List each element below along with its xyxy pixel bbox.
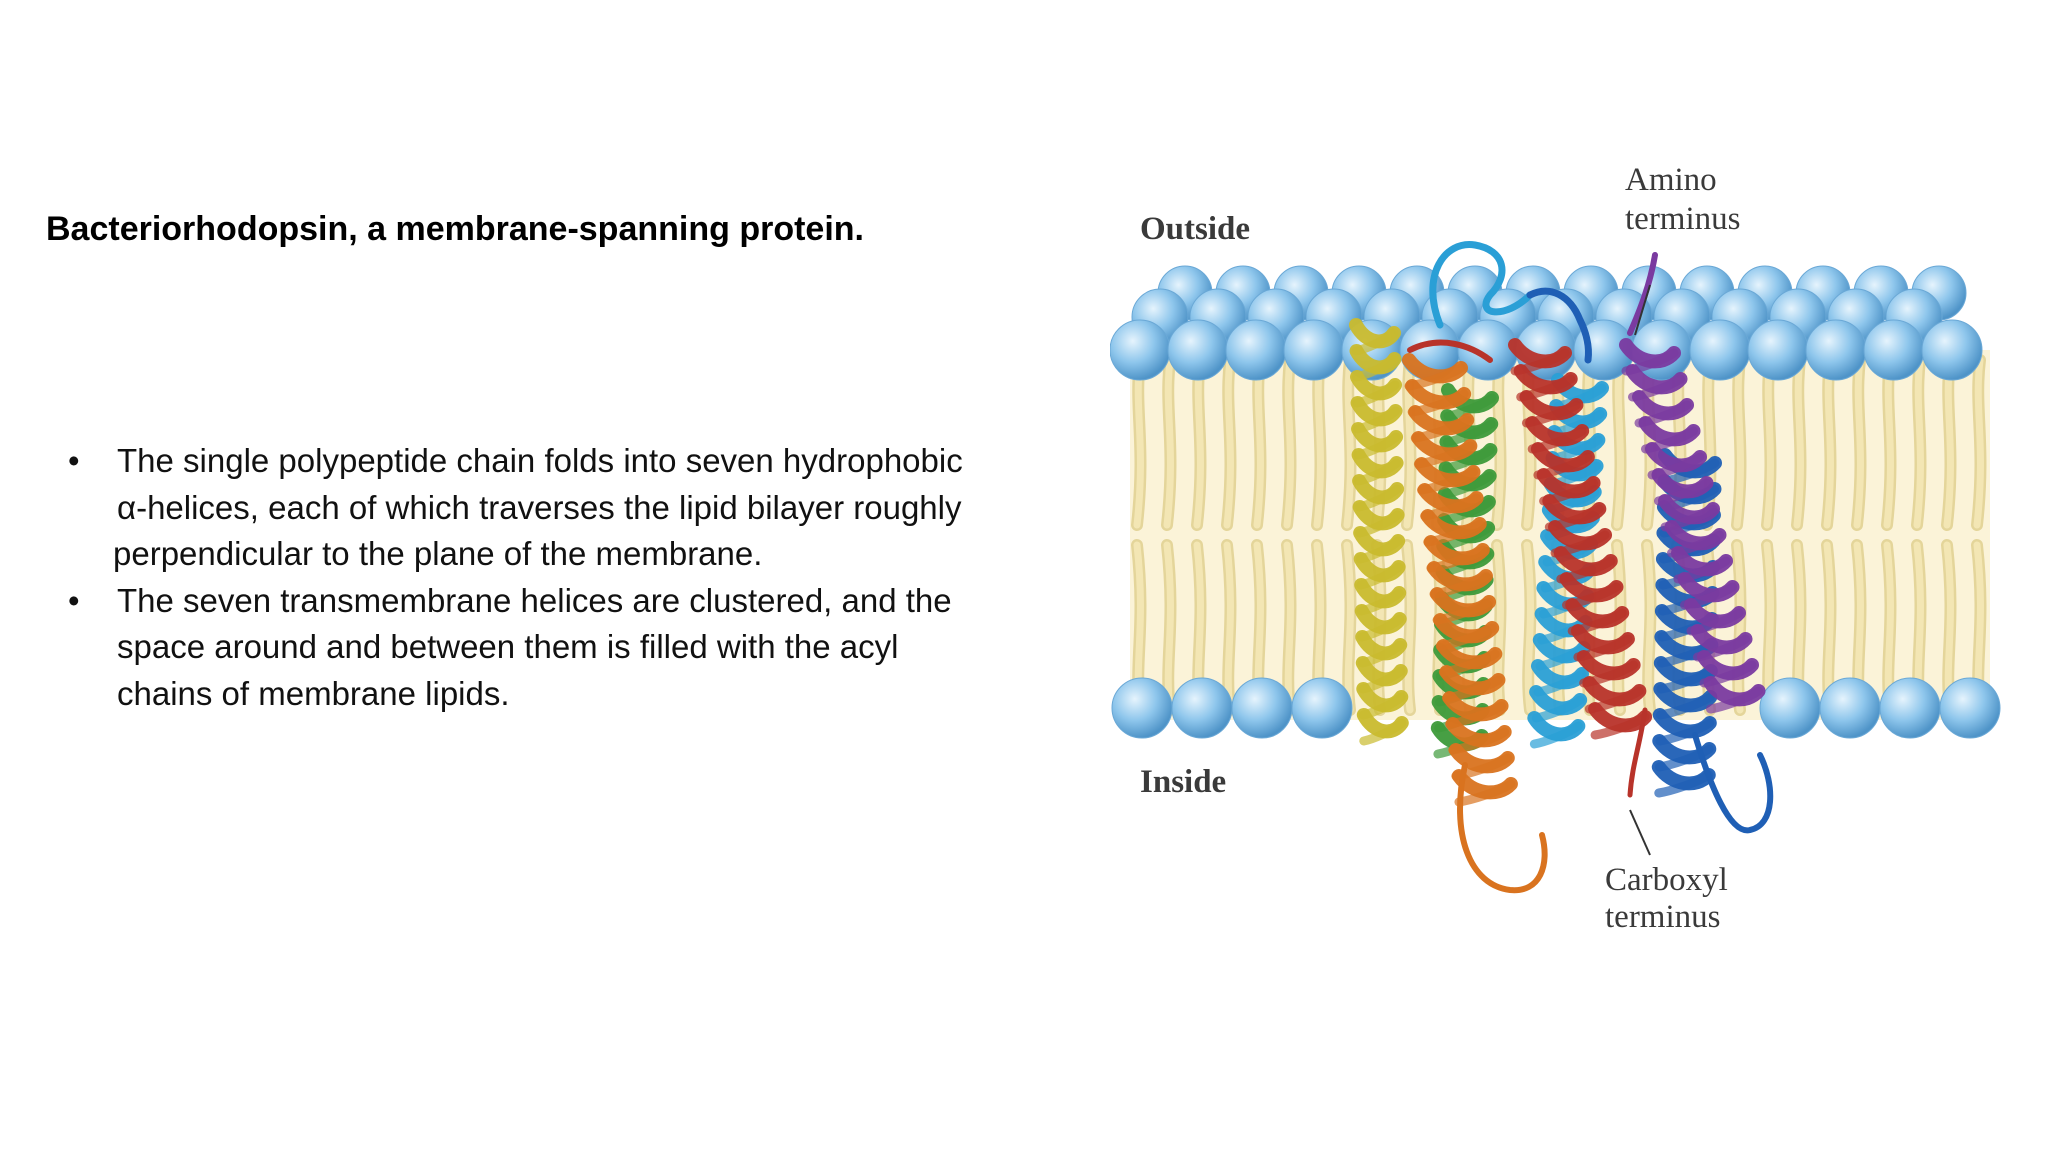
amino-terminus-strand	[1627, 252, 1658, 336]
inside-label: Inside	[1140, 764, 1226, 800]
lipid-tail	[1613, 541, 1624, 714]
top-loop-red	[1407, 339, 1493, 363]
lipid-head	[1747, 319, 1809, 381]
bottom-loop-orange	[1457, 762, 1548, 894]
bullet-line: The seven transmembrane helices are clus…	[117, 581, 952, 619]
lipid-tail	[1163, 356, 1174, 529]
lipid-tail	[1163, 541, 1174, 714]
lipid-tail	[1403, 356, 1414, 529]
helix-turn-back	[1529, 721, 1583, 749]
lipid-tail	[1733, 356, 1744, 529]
lipid-tail	[1913, 356, 1924, 529]
top-loop-blue	[1526, 287, 1592, 364]
carboxyl-terminus-label-line2: terminus	[1605, 899, 1720, 935]
bullet-line: α-helices, each of which traverses the l…	[117, 488, 962, 526]
lipid-tail	[1133, 356, 1144, 529]
lipid-tail	[1343, 541, 1354, 714]
lipid-tail	[1733, 541, 1744, 714]
lipid-tail	[1403, 541, 1414, 714]
bullet-list: • The single polypeptide chain folds int…	[64, 438, 1064, 717]
lipid-tail	[1193, 356, 1204, 529]
lipid-tail	[1313, 356, 1324, 529]
lipid-head	[1111, 677, 1173, 739]
amino-terminus-label-line1: Amino	[1625, 162, 1717, 198]
outside-label: Outside	[1140, 211, 1250, 247]
bullet-dot: •	[68, 581, 80, 619]
lipid-head	[1167, 319, 1229, 381]
carboxyl-terminus-strand	[1627, 707, 1648, 798]
lipid-tail	[1283, 356, 1294, 529]
lipid-head	[1921, 319, 1983, 381]
lipid-head	[1939, 677, 2001, 739]
bullet-line: chains of membrane lipids.	[117, 674, 510, 712]
lipid-head	[1110, 319, 1171, 381]
lipid-head	[1689, 319, 1751, 381]
lipid-head	[1879, 677, 1941, 739]
lipid-tail	[1223, 541, 1234, 714]
lipid-tail	[1973, 356, 1984, 529]
lipid-head	[1805, 319, 1867, 381]
helix-purple	[1619, 338, 1766, 714]
bottom-loop-blue	[1692, 732, 1774, 834]
lipid-head	[1819, 677, 1881, 739]
amino-pointer	[1634, 284, 1651, 336]
lipid-head	[1759, 677, 1821, 739]
slide-title: Bacteriorhodopsin, a membrane-spanning p…	[46, 210, 864, 248]
helix-yellow	[1349, 318, 1409, 746]
amino-terminus-label-line2: terminus	[1625, 201, 1740, 237]
lipid-tail	[1523, 541, 1534, 714]
lipid-tail	[1223, 356, 1234, 529]
lipid-tail	[1763, 356, 1774, 529]
bacteriorhodopsin-diagram: Outside Inside Amino terminus Carboxyl t…	[1110, 162, 2001, 935]
lipid-tail	[1283, 541, 1294, 714]
bullet-item: • The seven transmembrane helices are cl…	[64, 578, 1064, 718]
bullet-dot: •	[68, 442, 80, 479]
lipid-heads	[1110, 265, 2001, 739]
lipid-tail	[1613, 356, 1624, 529]
lipid-head	[1283, 319, 1345, 381]
lipid-head	[1231, 677, 1293, 739]
top-loop-teal	[1429, 241, 1534, 329]
lipid-head	[1171, 677, 1233, 739]
bullet-line: space around and between them is filled …	[117, 628, 899, 665]
lipid-tail	[1943, 356, 1954, 529]
lipid-tail	[1823, 356, 1834, 529]
helix-turn-back	[1359, 718, 1407, 746]
lipid-tail	[1343, 356, 1354, 529]
protein-helices	[1349, 318, 1766, 807]
carboxyl-pointer	[1629, 809, 1651, 856]
protein-loops	[1407, 241, 1774, 894]
lipid-tail	[1883, 356, 1894, 529]
lipid-tail	[1793, 356, 1804, 529]
lipid-tail	[1253, 356, 1264, 529]
lipid-tail	[1643, 541, 1654, 714]
bullet-line: The single polypeptide chain folds into …	[117, 442, 963, 479]
lipid-head	[1225, 319, 1287, 381]
lipid-tail	[1853, 356, 1864, 529]
lipid-head	[1291, 677, 1353, 739]
carboxyl-terminus-label-line1: Carboxyl	[1605, 862, 1728, 898]
lipid-tail	[1493, 541, 1504, 714]
lipid-head	[1863, 319, 1925, 381]
bullet-item: • The single polypeptide chain folds int…	[64, 438, 1064, 578]
bullet-line: perpendicular to the plane of the membra…	[113, 535, 763, 572]
helix-turn-back	[1654, 770, 1714, 798]
helix-turn-back	[1706, 686, 1763, 714]
lipid-tail	[1493, 356, 1504, 529]
